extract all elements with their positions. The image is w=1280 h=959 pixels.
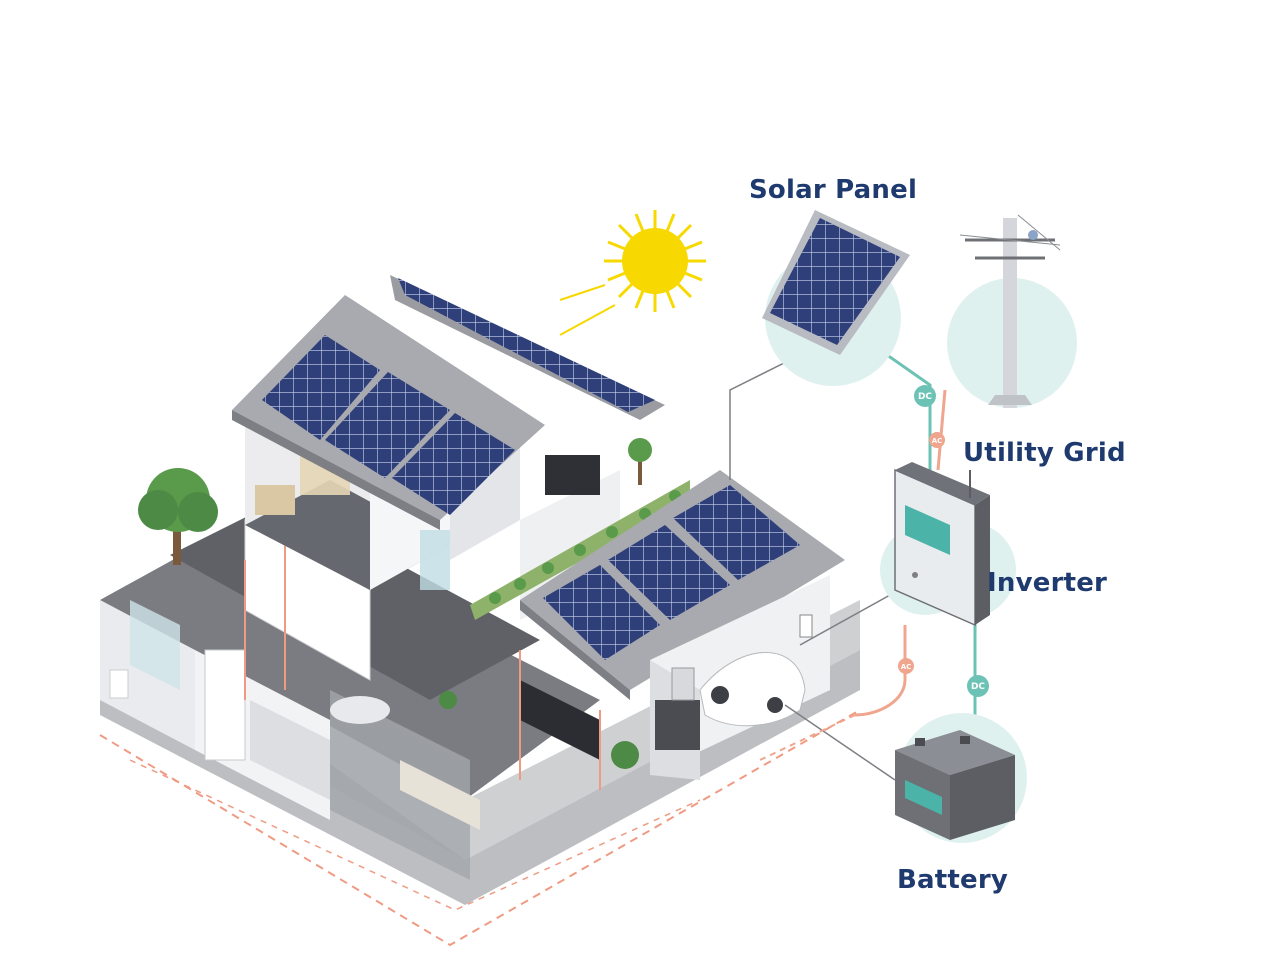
battery-label: Battery <box>897 865 1009 895</box>
dc-tag-solar: DC <box>914 385 936 407</box>
ac-tag-house: AC <box>898 658 914 674</box>
main-roof-solar-array <box>232 295 545 530</box>
utility-grid-label: Utility Grid <box>963 438 1126 468</box>
ac-tag-grid: AC <box>929 432 945 448</box>
dc-tag-solar-text: DC <box>918 392 932 402</box>
ground-floor <box>100 500 639 880</box>
solar-panel-label: Solar Panel <box>749 175 918 205</box>
battery-component <box>895 713 1027 843</box>
garage-roof-solar-array <box>470 470 845 700</box>
back-roof-solar-array <box>390 275 665 420</box>
wire-tags: DC AC AC DC <box>898 385 989 697</box>
garage-with-ev <box>650 575 830 780</box>
solar-panel-component <box>762 210 910 386</box>
ac-tag-house-text: AC <box>901 663 912 671</box>
inverter-component <box>880 462 1016 627</box>
sun <box>559 210 706 336</box>
connector-lines <box>729 354 896 781</box>
ac-tag-grid-text: AC <box>932 437 943 445</box>
dc-tag-battery-text: DC <box>971 682 985 692</box>
tree <box>138 438 652 565</box>
property-boundary <box>99 709 861 947</box>
utility-grid-component <box>947 214 1077 408</box>
dc-tag-battery: DC <box>967 675 989 697</box>
inverter-label: Inverter <box>987 568 1108 598</box>
